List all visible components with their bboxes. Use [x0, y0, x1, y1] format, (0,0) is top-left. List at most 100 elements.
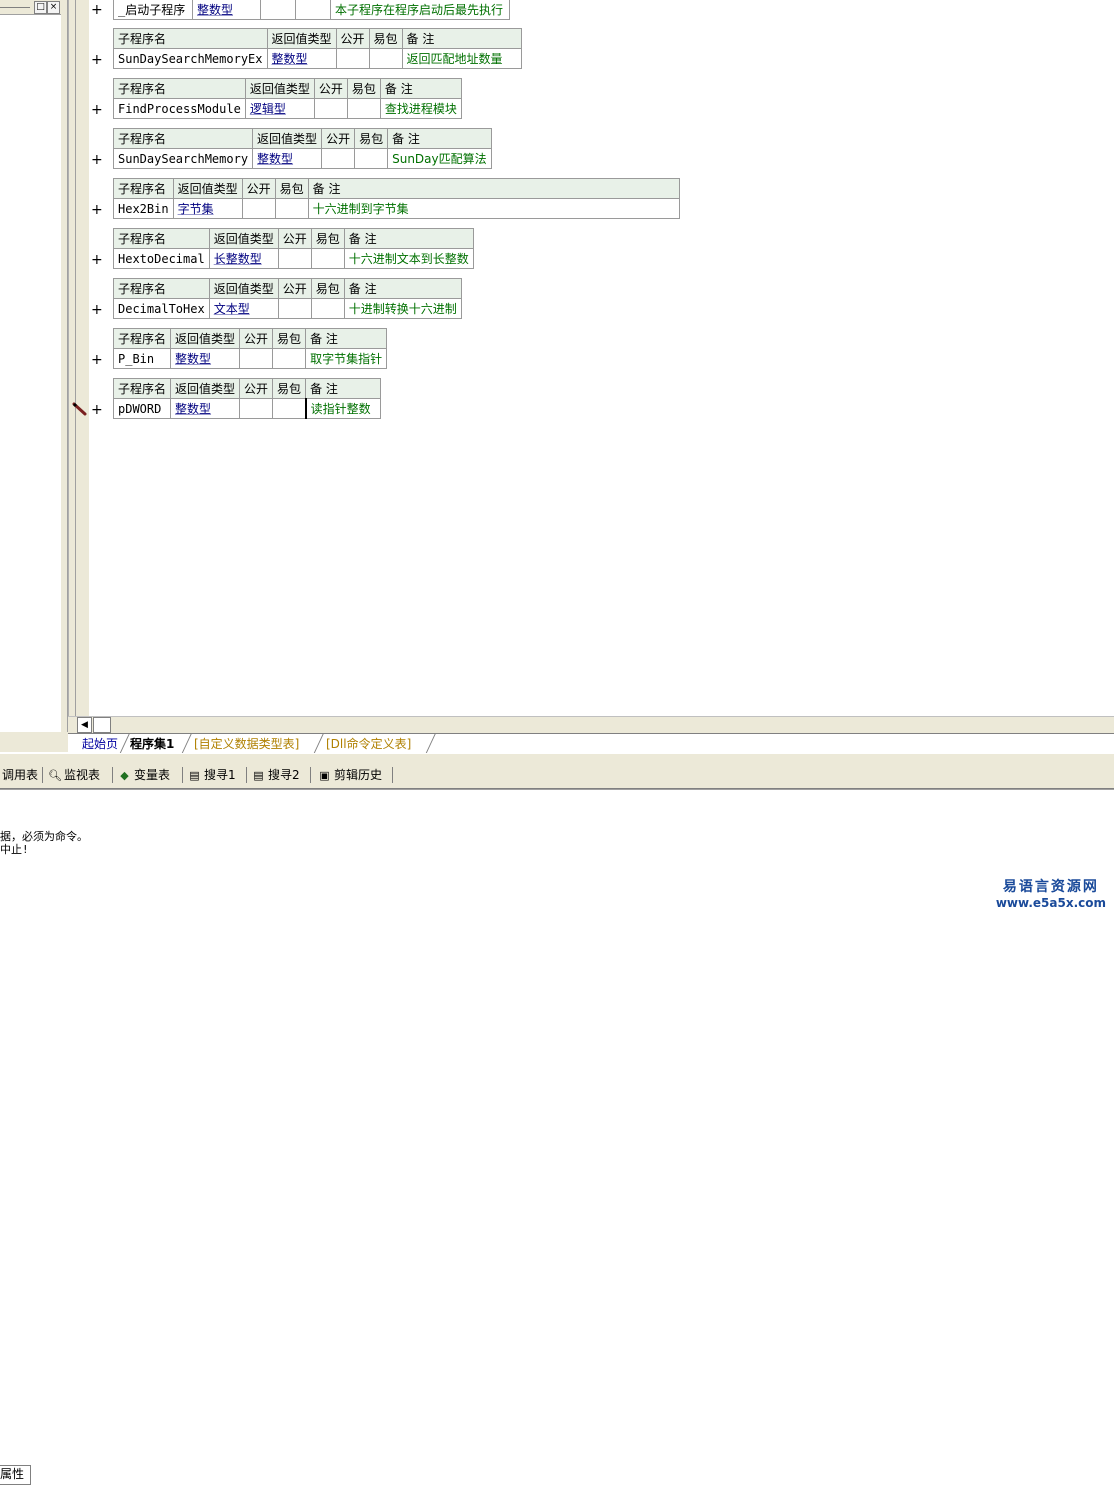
- subroutine-block: 子程序名 返回值类型 公开 易包 备 注 Hex2Bin 字节集 十六进制到字节…: [113, 178, 680, 219]
- subroutine-name[interactable]: DecimalToHex: [113, 298, 210, 319]
- header-remark: 备 注: [343, 228, 474, 249]
- scroll-left-icon[interactable]: ◀: [77, 717, 92, 733]
- easy-pack-cell[interactable]: [354, 148, 389, 169]
- remark[interactable]: 返回匹配地址数量: [401, 48, 522, 69]
- remark[interactable]: 本子程序在程序启动后最先执行: [330, 0, 510, 20]
- easy-pack-cell[interactable]: [346, 98, 381, 119]
- header-public: 公开: [313, 78, 348, 99]
- remark[interactable]: 取字节集指针: [305, 348, 388, 369]
- tab-clip-history[interactable]: ▣剪辑历史: [316, 766, 382, 784]
- public-cell[interactable]: [321, 148, 356, 169]
- remark[interactable]: 十进制转换十六进制: [343, 298, 462, 319]
- remark[interactable]: 读指针整数: [304, 398, 382, 419]
- header-easy-pack: 易包: [346, 78, 381, 99]
- expand-icon[interactable]: +: [91, 252, 103, 268]
- expand-icon[interactable]: +: [91, 2, 103, 18]
- expand-icon[interactable]: +: [91, 202, 103, 218]
- return-type[interactable]: 整数型: [170, 398, 241, 419]
- tab-program-set[interactable]: 程序集1: [130, 737, 175, 751]
- expand-icon[interactable]: +: [91, 52, 103, 68]
- tab-search-1[interactable]: ▤ 搜寻1: [186, 766, 236, 784]
- public-cell[interactable]: [239, 348, 274, 369]
- tab-start-page[interactable]: 起始页: [82, 737, 119, 751]
- public-cell[interactable]: [239, 398, 274, 419]
- expand-icon[interactable]: +: [91, 402, 103, 418]
- expand-icon[interactable]: +: [91, 302, 103, 318]
- header-easy-pack: 易包: [272, 328, 307, 349]
- search-icon: ▤: [253, 769, 264, 782]
- subroutine-name[interactable]: SunDaySearchMemoryEx: [113, 48, 268, 69]
- header-remark: 备 注: [387, 128, 492, 149]
- left-panel-titlebar: □ ×: [0, 0, 61, 15]
- tab-search-2[interactable]: ▤ 搜寻2: [250, 766, 300, 784]
- scrollbar-thumb[interactable]: [93, 717, 111, 733]
- subroutine-name[interactable]: pDWORD: [112, 398, 172, 419]
- return-type[interactable]: 整数型: [252, 148, 323, 169]
- subroutine-name[interactable]: _启动子程序: [113, 0, 193, 20]
- public-cell[interactable]: [313, 98, 348, 119]
- return-type[interactable]: 整数型: [266, 48, 337, 69]
- subroutine-block: 子程序名 返回值类型 公开 易包 备 注 P_Bin 整数型 取字节集指针: [112, 328, 388, 369]
- left-panel-scrollbar[interactable]: [61, 0, 68, 732]
- easy-pack-cell[interactable]: [368, 48, 403, 69]
- return-type[interactable]: 整数型: [192, 0, 261, 20]
- subroutine-block: 子程序名 返回值类型 公开 易包 备 注 DecimalToHex 文本型 十进…: [113, 278, 462, 319]
- return-type[interactable]: 文本型: [208, 298, 279, 319]
- code-editor[interactable]: _启动子程序 整数型 本子程序在程序启动后最先执行 子程序名 返回值类型 公开 …: [89, 0, 1114, 716]
- return-type[interactable]: 逻辑型: [244, 98, 315, 119]
- easy-pack-cell[interactable]: [272, 398, 307, 419]
- expand-icon[interactable]: +: [91, 152, 103, 168]
- header-easy-pack: 易包: [310, 228, 345, 249]
- variable-icon: ◆: [120, 769, 129, 782]
- tab-dll-commands[interactable]: [Dll命令定义表]: [326, 737, 412, 751]
- watermark-title: 易语言资源网: [1002, 879, 1099, 895]
- panel-splitter[interactable]: [0, 753, 1114, 763]
- output-line: 中止!: [0, 843, 29, 856]
- subroutine-name[interactable]: HextoDecimal: [113, 248, 210, 269]
- public-cell[interactable]: [260, 0, 296, 20]
- public-cell[interactable]: [335, 48, 370, 69]
- subroutine-name[interactable]: FindProcessModule: [113, 98, 246, 119]
- output-panel[interactable]: 据，必须为命令。 中止! 易语言资源网 www.e5a5x.com: [0, 789, 1114, 916]
- public-cell[interactable]: [277, 248, 312, 269]
- subroutine-name[interactable]: SunDaySearchMemory: [112, 148, 254, 169]
- remark[interactable]: 查找进程模块: [379, 98, 462, 119]
- return-type[interactable]: 整数型: [170, 348, 241, 369]
- header-name: 子程序名: [113, 178, 174, 199]
- header-easy-pack: 易包: [310, 278, 345, 299]
- easy-pack-cell[interactable]: [310, 298, 345, 319]
- subroutine-name[interactable]: Hex2Bin: [113, 198, 174, 219]
- return-type[interactable]: 长整数型: [208, 248, 279, 269]
- header-easy-pack: 易包: [274, 178, 309, 199]
- remark[interactable]: 十六进制文本到长整数: [343, 248, 474, 269]
- magnifier-icon: 🔍︎: [48, 769, 62, 782]
- public-cell[interactable]: [277, 298, 312, 319]
- header-name: 子程序名: [112, 128, 254, 149]
- tab-custom-data-types[interactable]: [自定义数据类型表]: [194, 737, 300, 751]
- tab-call-table[interactable]: 调用表: [0, 766, 38, 784]
- close-icon[interactable]: ×: [47, 1, 60, 14]
- editor-horizontal-scrollbar[interactable]: ◀: [68, 716, 1114, 733]
- tab-variable-table[interactable]: ◆变量表: [116, 766, 170, 784]
- easy-pack-cell[interactable]: [310, 248, 345, 269]
- return-type[interactable]: 字节集: [172, 198, 243, 219]
- restore-icon[interactable]: □: [34, 1, 47, 14]
- easy-pack-cell[interactable]: [295, 0, 331, 20]
- public-cell[interactable]: [241, 198, 276, 219]
- header-public: 公开: [277, 278, 312, 299]
- easy-pack-cell[interactable]: [274, 198, 309, 219]
- tab-label: 搜寻1: [204, 768, 236, 782]
- tab-label: 搜寻2: [268, 768, 300, 782]
- tab-label: 监视表: [64, 768, 101, 782]
- subroutine-name[interactable]: P_Bin: [112, 348, 172, 369]
- easy-pack-cell[interactable]: [272, 348, 307, 369]
- expand-icon[interactable]: +: [91, 102, 103, 118]
- tab-properties[interactable]: 属性: [0, 1465, 31, 1485]
- search-icon: ▤: [189, 769, 200, 782]
- expand-icon[interactable]: +: [91, 352, 103, 368]
- remark[interactable]: 十六进制到字节集: [307, 198, 680, 219]
- remark[interactable]: SunDay匹配算法: [387, 148, 492, 169]
- header-name: 子程序名: [113, 228, 210, 249]
- tab-watch-table[interactable]: 🔍︎监视表: [46, 766, 100, 784]
- bottom-tab-bar: 调用表 🔍︎监视表 ◆变量表 ▤ 搜寻1 ▤ 搜寻2 ▣剪辑历史: [0, 762, 1114, 789]
